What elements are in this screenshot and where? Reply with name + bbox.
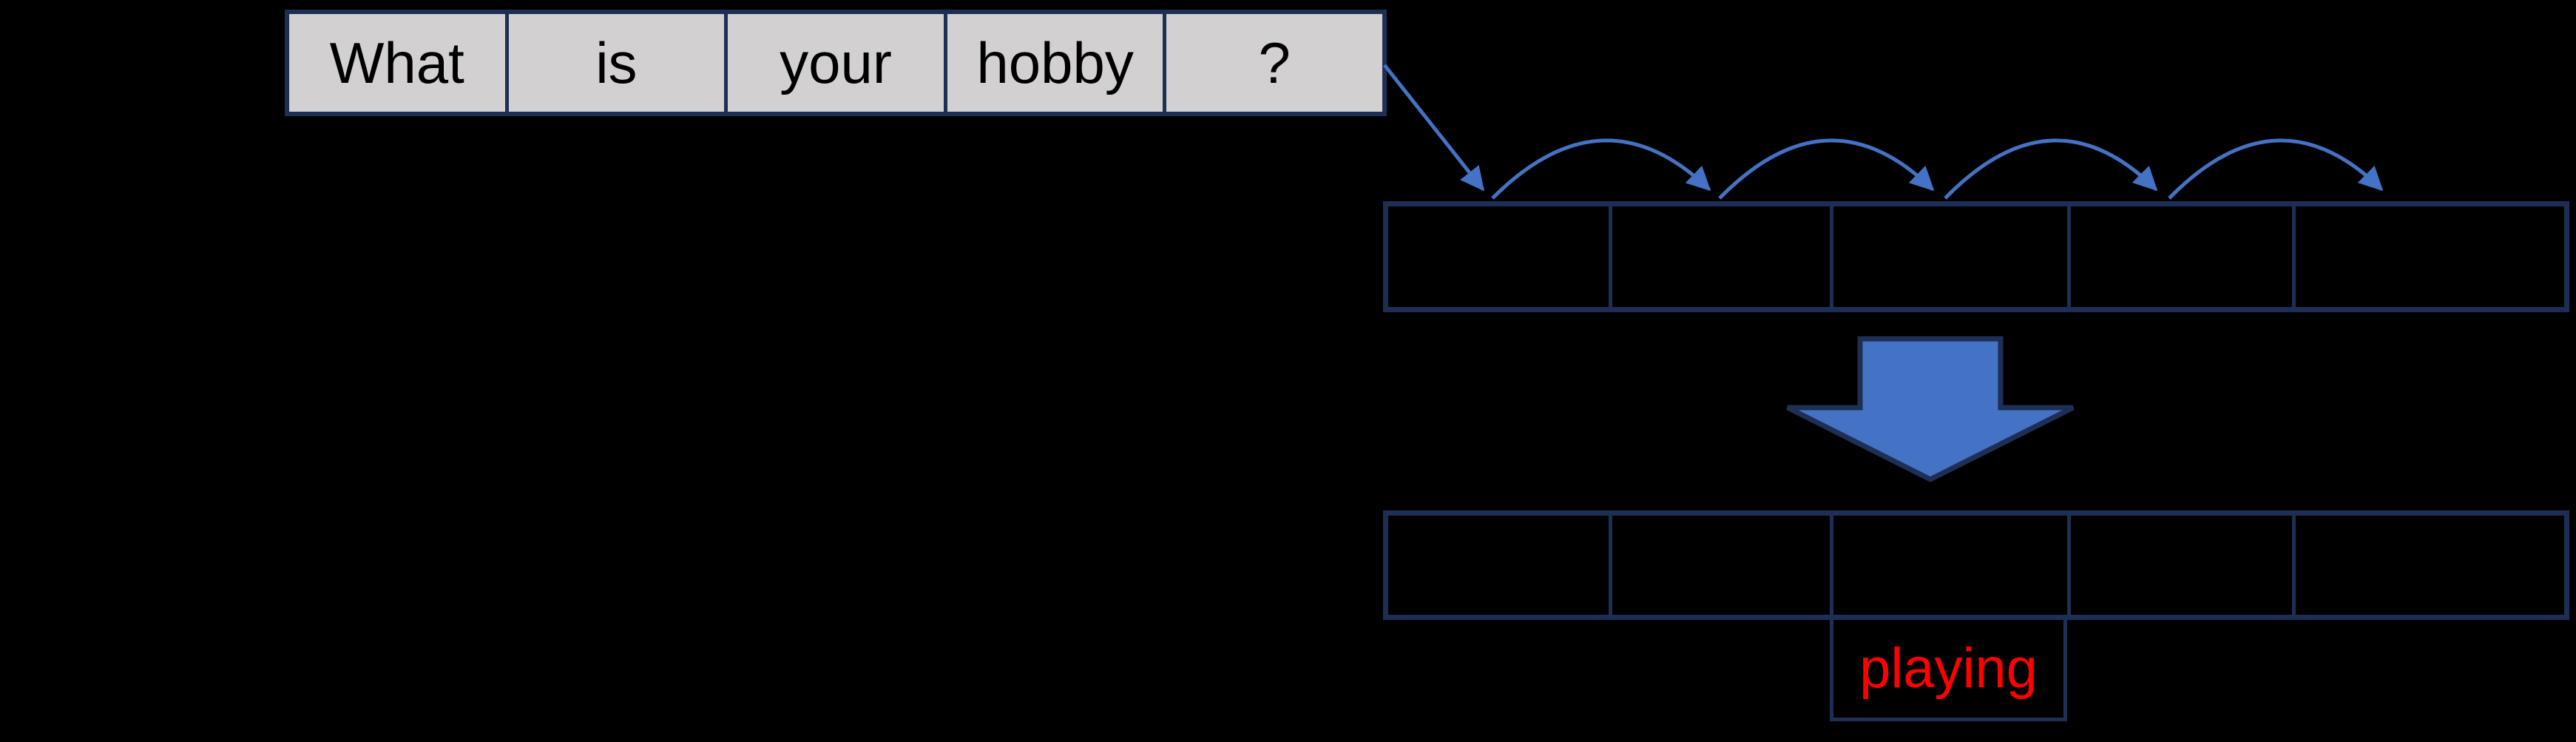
big-down-arrow-icon xyxy=(1786,336,2075,482)
sentence-word: ? xyxy=(1258,30,1291,95)
sentence-cell: is xyxy=(508,14,725,112)
sentence-word: hobby xyxy=(976,30,1134,95)
sentence-cell: What xyxy=(289,14,505,112)
sentence-cell: hobby xyxy=(947,14,1163,112)
decoder-cell xyxy=(1612,516,1830,615)
encoder-row xyxy=(1383,201,2569,312)
sentence-word: What xyxy=(329,30,464,95)
output-word: playing xyxy=(1859,637,2038,700)
output-cell: playing xyxy=(1830,620,2067,721)
encoder-cell xyxy=(1612,206,1830,307)
decoder-cell xyxy=(1833,516,2067,615)
decoder-row xyxy=(1383,510,2569,620)
hop-arc-icon xyxy=(1944,138,2158,200)
encoder-cell xyxy=(2296,206,2564,307)
sentence-word: your xyxy=(780,30,892,95)
decoder-cell xyxy=(1388,516,1609,615)
hop-arc-icon xyxy=(1491,138,1711,200)
sentence-word: is xyxy=(595,30,638,95)
decoder-cell xyxy=(2296,516,2564,615)
encoder-cell xyxy=(1388,206,1609,307)
hop-arc-icon xyxy=(1718,138,1935,200)
sentence-cell: ? xyxy=(1166,14,1382,112)
decoder-cell xyxy=(2071,516,2292,615)
sentence-cell: your xyxy=(728,14,944,112)
input-arrow-icon xyxy=(1383,64,1485,192)
encoder-cell xyxy=(1833,206,2067,307)
hop-arc-icon xyxy=(2168,138,2384,200)
sentence-table: What is your hobby ? xyxy=(285,10,1387,116)
encoder-cell xyxy=(2071,206,2292,307)
